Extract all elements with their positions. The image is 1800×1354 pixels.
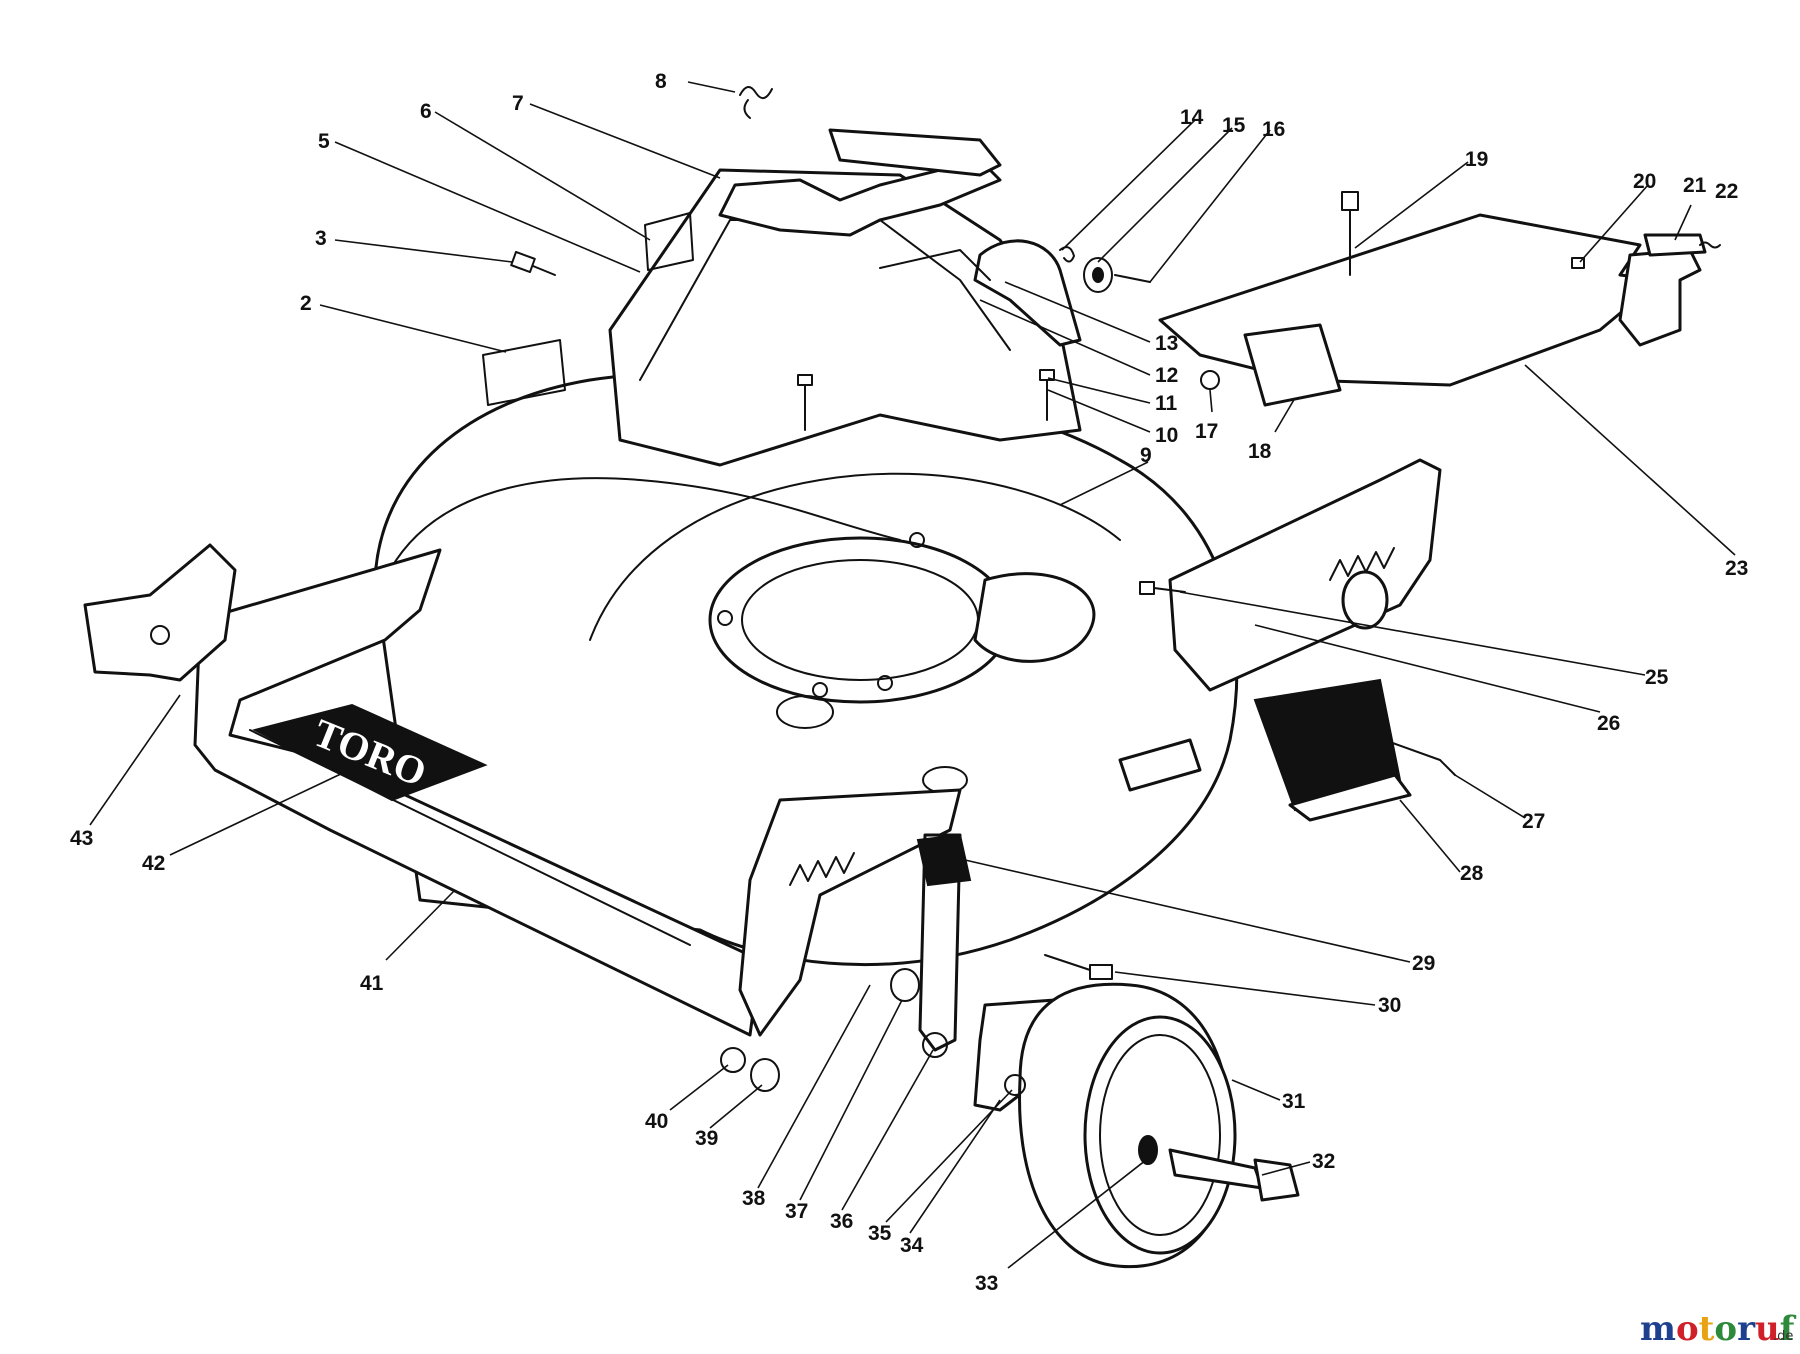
lever-grip	[916, 833, 972, 887]
callout-28: 28	[1460, 862, 1484, 885]
callout-40: 40	[645, 1110, 668, 1133]
callout-labels: 2 3 5 6 7 8 9 10 11 12 13 14 15 16 17 18…	[70, 70, 1748, 1295]
hinge-tab	[1643, 233, 1707, 257]
baffle-plate	[1158, 213, 1662, 387]
watermark-o2: o	[1714, 1309, 1737, 1349]
callout-27: 27	[1522, 810, 1545, 833]
callout-5: 5	[318, 130, 330, 153]
callout-41: 41	[360, 972, 384, 995]
callout-43: 43	[70, 827, 93, 850]
callout-22: 22	[1715, 180, 1738, 203]
callout-23: 23	[1725, 557, 1748, 580]
rear-left-bracket	[83, 543, 237, 682]
callout-35: 35	[868, 1222, 892, 1245]
callout-32: 32	[1312, 1150, 1335, 1173]
watermark-f: f	[1780, 1309, 1797, 1349]
axle-bolt-head	[1253, 1158, 1300, 1202]
deck-top-sweep	[389, 477, 901, 571]
hinge-bracket	[1618, 248, 1702, 347]
callout-29: 29	[1412, 952, 1435, 975]
callout-6: 6	[420, 100, 432, 123]
watermark-t: t	[1699, 1309, 1715, 1349]
callout-26: 26	[1597, 712, 1620, 735]
callout-21: 21	[1683, 174, 1707, 197]
callout-13: 13	[1155, 332, 1178, 355]
handle-tube	[828, 128, 1002, 177]
callout-38: 38	[742, 1187, 766, 1210]
motor-mount-ring	[708, 536, 1012, 704]
callout-31: 31	[1282, 1090, 1306, 1113]
callout-19: 19	[1465, 148, 1488, 171]
watermark-m: m	[1640, 1309, 1676, 1349]
callout-20: 20	[1633, 170, 1656, 193]
callout-17: 17	[1195, 420, 1218, 443]
callout-12: 12	[1155, 364, 1178, 387]
callout-8: 8	[655, 70, 667, 93]
plug	[776, 695, 834, 729]
watermark-suffix: .de	[1773, 1329, 1793, 1344]
right-height-bracket	[1168, 458, 1442, 692]
callout-33: 33	[975, 1272, 998, 1295]
control-link	[879, 249, 991, 281]
svg-text:motoruf: motoruf	[1640, 1309, 1797, 1349]
callout-leaders	[89, 81, 1736, 1269]
callout-7: 7	[512, 92, 524, 115]
side-deflector	[1118, 738, 1202, 792]
deck-inner-sweep	[589, 472, 1121, 641]
callout-10: 10	[1155, 424, 1178, 447]
callout-16: 16	[1262, 118, 1285, 141]
axle-bushing	[1341, 570, 1389, 630]
pivot-bolt	[150, 625, 170, 645]
watermark-u: u	[1755, 1309, 1780, 1349]
callout-34: 34	[900, 1234, 924, 1257]
rear-flap-lip	[1288, 773, 1412, 822]
front-height-bracket	[738, 788, 962, 1037]
callout-14: 14	[1180, 106, 1204, 129]
callout-39: 39	[695, 1127, 718, 1150]
baffle-fold	[1243, 323, 1342, 407]
callout-15: 15	[1222, 114, 1246, 137]
height-notches-front	[789, 852, 855, 886]
rear-chute	[608, 168, 1082, 467]
callout-18: 18	[1248, 440, 1272, 463]
callout-36: 36	[830, 1210, 853, 1233]
watermark-o1: o	[1676, 1309, 1699, 1349]
bolt-hole	[909, 532, 925, 548]
hardware	[482, 86, 1721, 1096]
height-notches-right	[1329, 547, 1395, 581]
watermark-r: r	[1737, 1309, 1756, 1349]
callout-25: 25	[1645, 666, 1669, 689]
bolt-hole	[812, 682, 828, 698]
callout-2: 2	[300, 292, 312, 315]
callout-11: 11	[1155, 392, 1178, 415]
callout-42: 42	[142, 852, 165, 875]
callout-3: 3	[315, 227, 327, 250]
control-plate	[973, 239, 1082, 347]
bolt-hole	[877, 675, 893, 691]
bolt-hole	[717, 610, 733, 626]
toro-plate: TORO	[252, 703, 488, 802]
mower-deck-illustration: TORO	[83, 86, 1721, 1269]
wheel	[1018, 982, 1237, 1269]
callout-9: 9	[1140, 444, 1152, 467]
callout-30: 30	[1378, 994, 1401, 1017]
callout-37: 37	[785, 1200, 808, 1223]
motoruf-watermark: motoruf .de	[1640, 1309, 1797, 1349]
deck-lobe	[973, 572, 1096, 663]
